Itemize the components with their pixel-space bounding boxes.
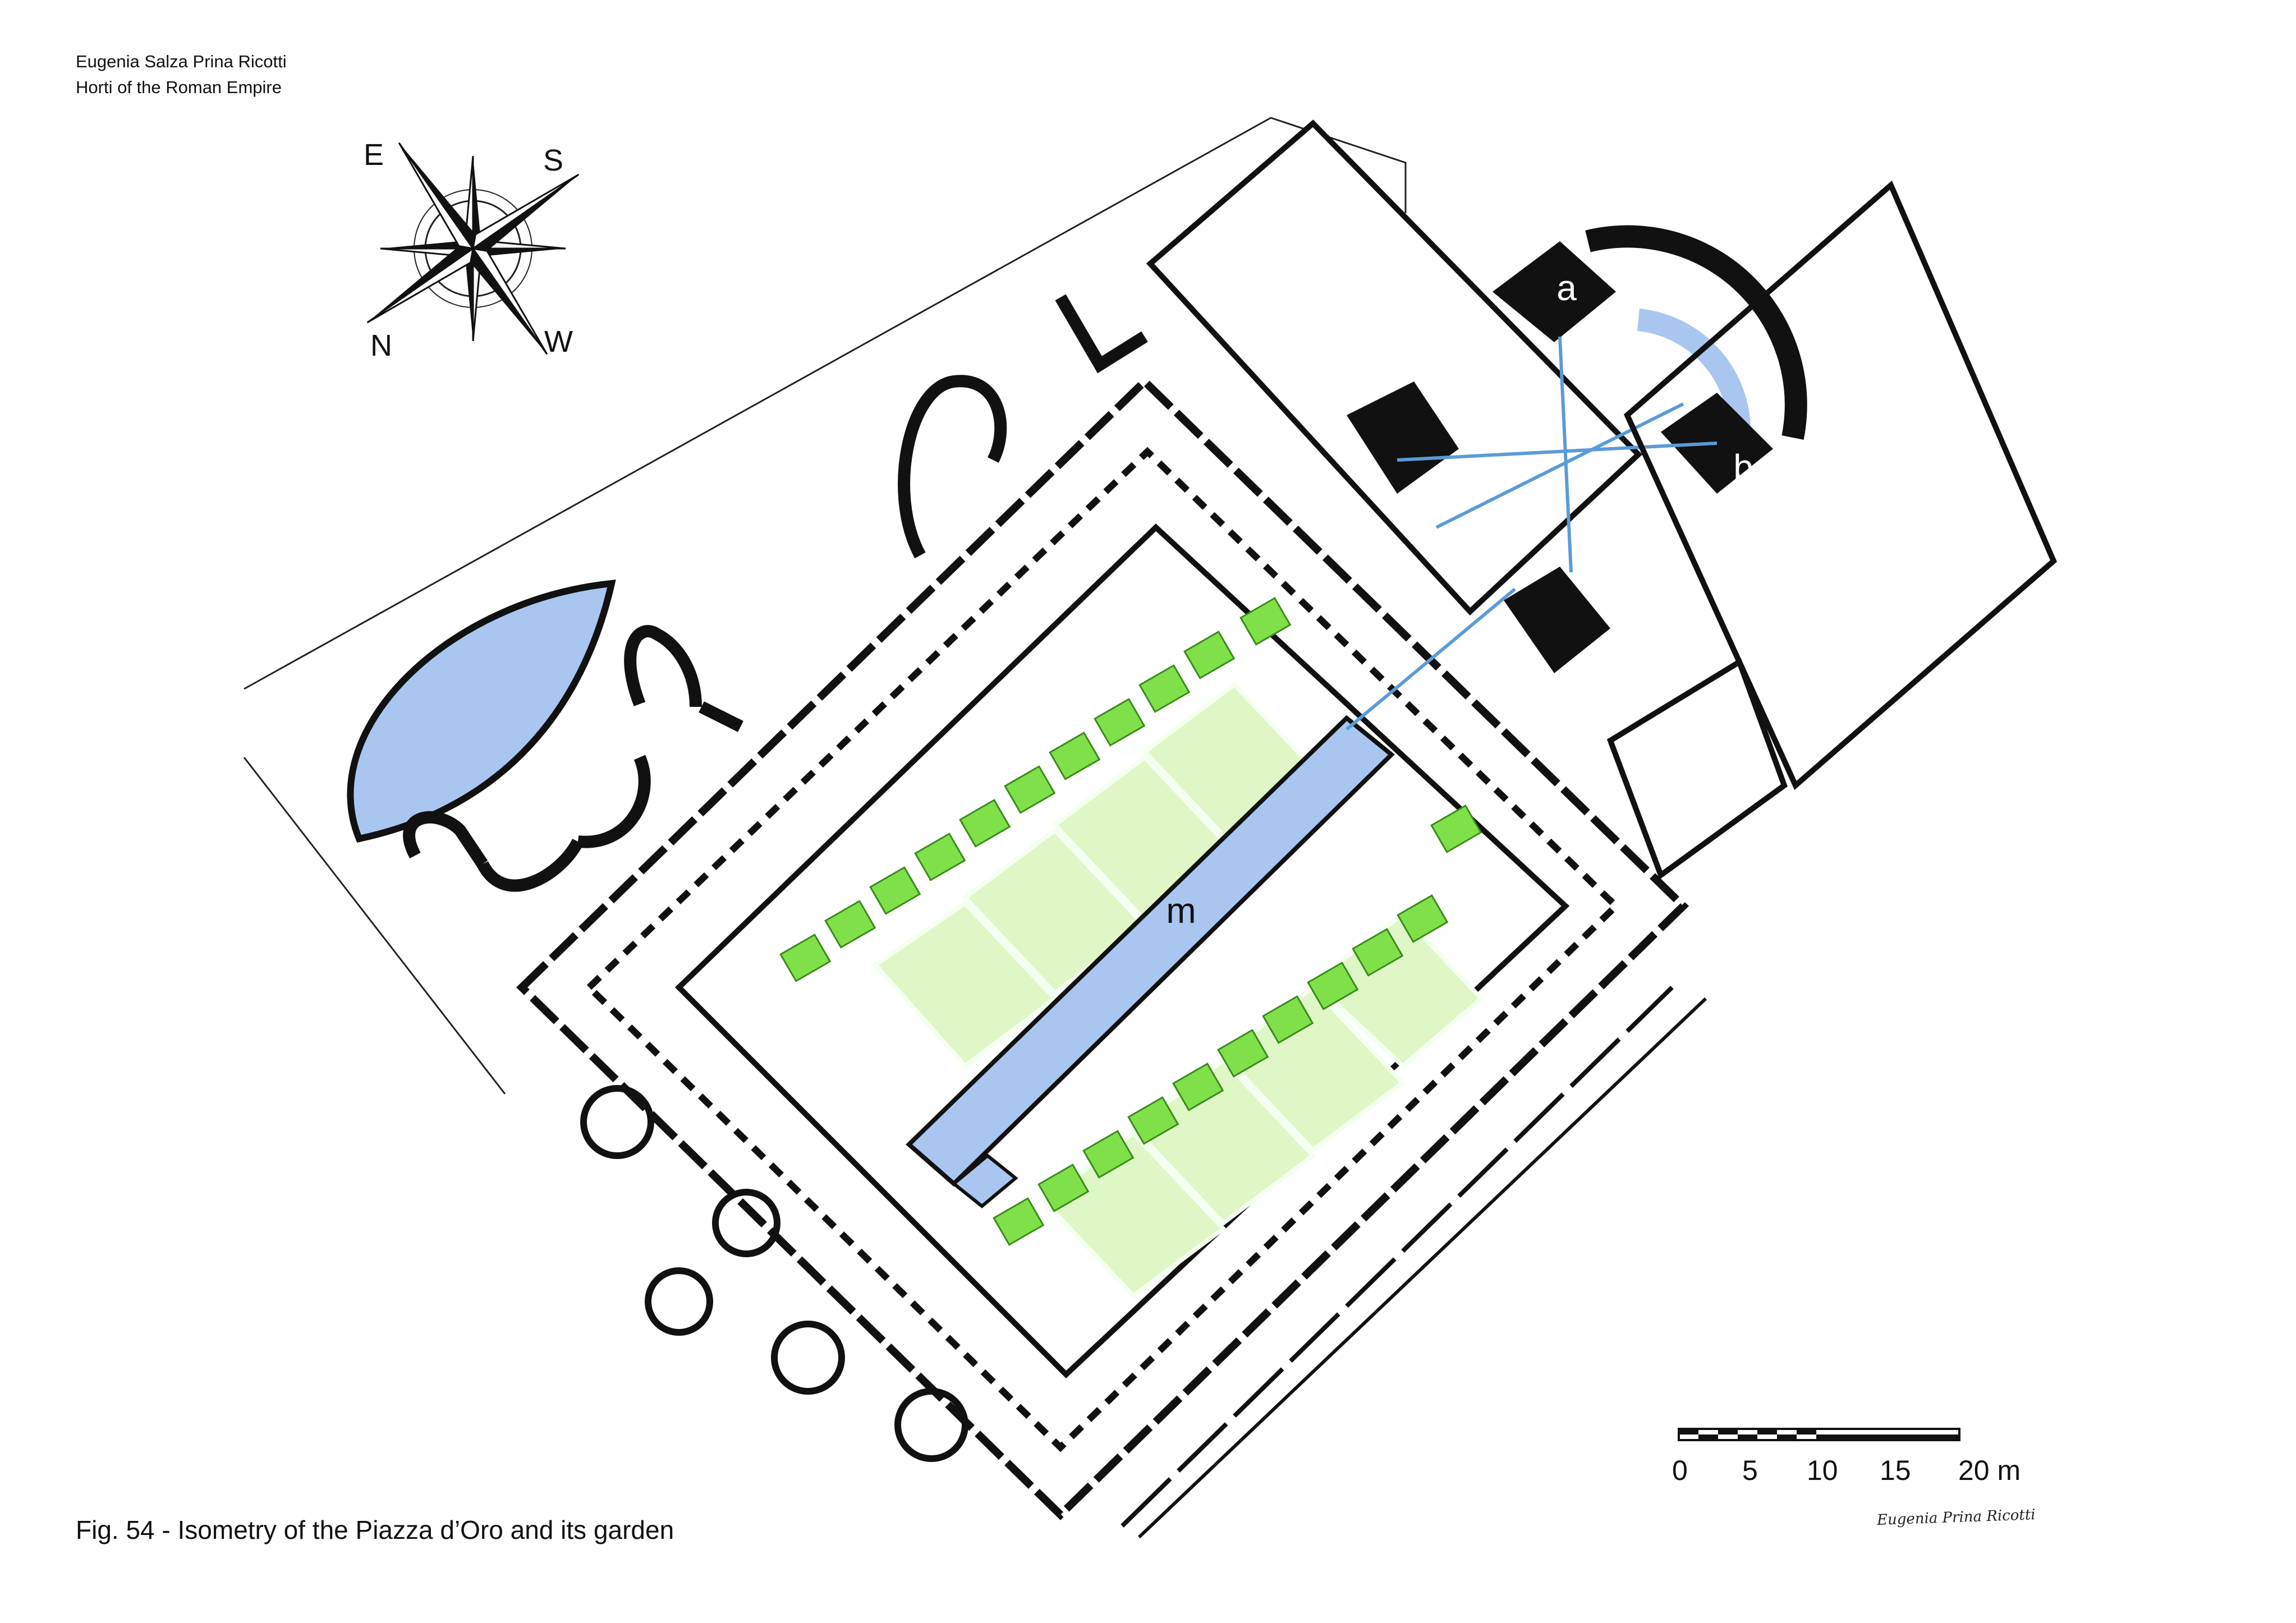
scale-label-10: 10 [1807,1455,1838,1486]
water-channel [906,715,1395,1208]
site-boundary-lower [243,757,506,1095]
compass-west-label: W [544,325,573,358]
compass-rose-icon [366,142,580,355]
compass-north-label: N [370,329,392,362]
book-title: Horti of the Roman Empire [76,77,282,97]
scale-label-0: 0 [1672,1455,1688,1486]
label-b: b [1733,447,1753,488]
boundary-wall-lower-2 [1137,997,1707,1539]
scale-label-5: 5 [1742,1455,1758,1486]
figure-caption: Fig. 54 - Isometry of the Piazza d’Oro a… [76,1515,674,1544]
central-pavilion [1146,119,2058,880]
scale-label-20m: 20 m [1958,1455,2021,1486]
label-a: a [1556,268,1577,308]
lower-left-buildings [580,1085,968,1462]
compass-east-label: E [364,138,384,172]
lens-pool [347,580,616,843]
peristyle [516,376,1689,1520]
boundary-wall-lower [1121,986,1674,1528]
apse-structures [403,294,1148,892]
scale-bar [1678,1428,1960,1441]
shrub-rows [779,597,1482,1246]
label-m: m [1166,890,1196,931]
scale-label-15: 15 [1880,1455,1911,1486]
author-name: Eugenia Salza Prina Ricotti [76,52,287,71]
site-boundary [244,117,1407,690]
compass-south-label: S [543,144,564,177]
garden-beds [872,681,1485,1299]
